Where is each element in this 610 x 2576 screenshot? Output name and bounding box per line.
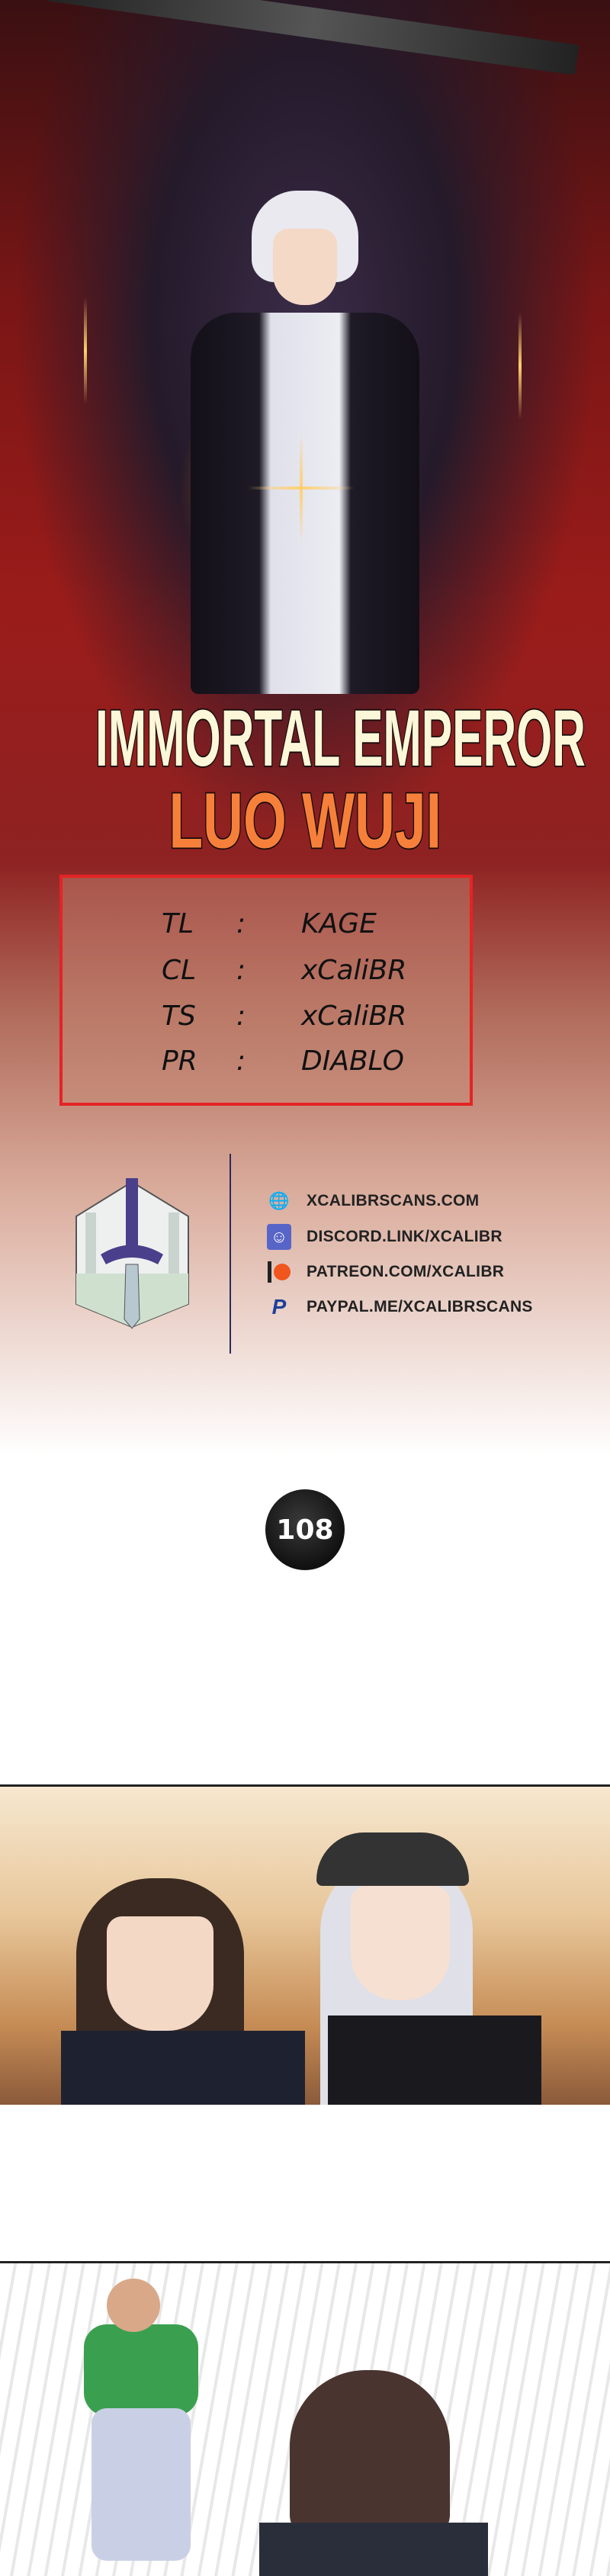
character-cap — [316, 1832, 469, 1886]
character-face — [351, 1886, 450, 2000]
credit-name: DIABLO — [301, 1045, 404, 1077]
series-subtitle: LUO WUJI — [168, 777, 442, 866]
chapter-number-badge: 108 — [265, 1489, 345, 1570]
character-suit — [61, 2031, 305, 2105]
series-title-row: IMMORTAL EMPEROR — [0, 696, 610, 779]
comic-panel — [0, 2261, 610, 2576]
credit-separator: : — [236, 1045, 246, 1077]
discord-icon: ☺ — [267, 1224, 291, 1250]
credit-separator: : — [236, 1001, 246, 1032]
paypal-link[interactable]: P PAYPAL.ME/XCALIBRSCANS — [267, 1292, 533, 1322]
cover-art — [0, 0, 610, 862]
character-back-of-head — [290, 2370, 450, 2538]
discord-link[interactable]: ☺ DISCORD.LINK/XCALIBR — [267, 1222, 502, 1252]
character-face — [107, 1916, 214, 2031]
sword-illustration — [46, 0, 580, 75]
credit-separator: : — [236, 908, 246, 940]
comic-panel — [0, 1784, 610, 2105]
link-text: PAYPAL.ME/XCALIBRSCANS — [307, 1298, 533, 1315]
credit-separator: : — [236, 955, 246, 986]
character-pants — [92, 2408, 191, 2561]
credit-role: TL — [162, 908, 194, 940]
scanlator-logo — [75, 1178, 189, 1329]
character-green-shirt — [84, 2324, 198, 2416]
paypal-icon: P — [271, 1295, 287, 1319]
sparkle — [518, 313, 522, 419]
credits-background — [0, 862, 610, 1457]
character-hoodie — [328, 2016, 541, 2105]
patreon-link[interactable]: PATREON.COM/XCALIBR — [267, 1257, 504, 1287]
credit-row: PR: DIABLO — [63, 1045, 470, 1091]
patreon-icon — [267, 1259, 291, 1285]
series-title: IMMORTAL EMPEROR — [95, 692, 586, 783]
credit-row: TL: KAGE — [63, 908, 470, 954]
credit-role: PR — [162, 1045, 197, 1077]
link-text: XCALIBRSCANS.COM — [307, 1192, 480, 1209]
series-subtitle-row: LUO WUJI — [0, 780, 610, 862]
credit-row: CL: xCaliBR — [63, 955, 470, 1001]
credit-role: TS — [162, 1001, 196, 1032]
sparkle — [84, 297, 87, 404]
website-link[interactable]: 🌐 XCALIBRSCANS.COM — [267, 1186, 479, 1216]
divider — [230, 1154, 231, 1354]
link-text: PATREON.COM/XCALIBR — [307, 1263, 505, 1280]
globe-icon: 🌐 — [268, 1191, 290, 1210]
sparkle — [248, 487, 355, 490]
credit-name: KAGE — [301, 908, 377, 940]
credit-row: TS: xCaliBR — [63, 1001, 470, 1046]
character-body — [191, 313, 419, 694]
credit-name: xCaliBR — [301, 1001, 407, 1032]
credits-box: TL: KAGE CL: xCaliBR TS: xCaliBR PR: DIABLO — [59, 875, 473, 1106]
credit-name: xCaliBR — [301, 955, 407, 986]
character-head — [107, 2279, 160, 2332]
character-shoulders — [259, 2523, 488, 2576]
link-text: DISCORD.LINK/XCALIBR — [307, 1228, 502, 1245]
character-face — [273, 229, 337, 305]
credit-role: CL — [162, 955, 197, 986]
